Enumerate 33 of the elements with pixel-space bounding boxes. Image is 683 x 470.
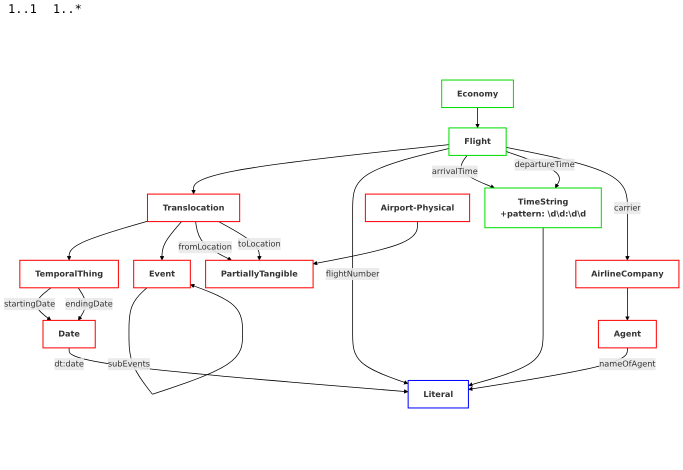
node-box: Translocation: [146, 194, 240, 222]
edge-label: carrier: [614, 202, 641, 212]
edge-label: subEvents: [108, 359, 150, 369]
node-box: TemporalThing: [19, 260, 119, 288]
edge-label: nameOfAgent: [599, 359, 656, 369]
arrow: [191, 144, 450, 194]
edge-label: dt:date: [54, 359, 84, 369]
multiplicity-label: 1..*: [52, 2, 82, 16]
edge-label: flightNumber: [326, 268, 380, 279]
arrow: [160, 221, 182, 260]
node-box: Flight: [448, 127, 507, 156]
arrow: [312, 221, 418, 266]
edge-label: startingDate: [4, 298, 56, 309]
edge-label: toLocation: [238, 238, 281, 249]
node-box: Economy: [441, 80, 514, 108]
node-box: PartiallyTangible: [205, 260, 314, 288]
arrow: [625, 287, 630, 321]
arrow: [468, 227, 544, 387]
arrow: [475, 107, 480, 128]
edge-label: fromLocation: [178, 242, 232, 252]
arrow: [352, 148, 450, 384]
edge-label: endingDate: [65, 298, 113, 309]
node-box: Date: [42, 320, 96, 348]
node-box: Literal: [408, 380, 469, 408]
node-box: Airport-Physical: [364, 194, 470, 222]
arrow: [66, 220, 148, 260]
edge-label: arrivalTime: [432, 166, 478, 176]
node-box: Event: [133, 260, 191, 288]
edge-label: departureTime: [514, 160, 575, 170]
multiplicity-label: 1..1: [8, 2, 37, 16]
node-box: Agent: [598, 320, 657, 348]
node-box: AirlineCompany: [575, 260, 680, 288]
node-box: TimeString +pattern: \d\d:\d\d: [484, 187, 602, 228]
